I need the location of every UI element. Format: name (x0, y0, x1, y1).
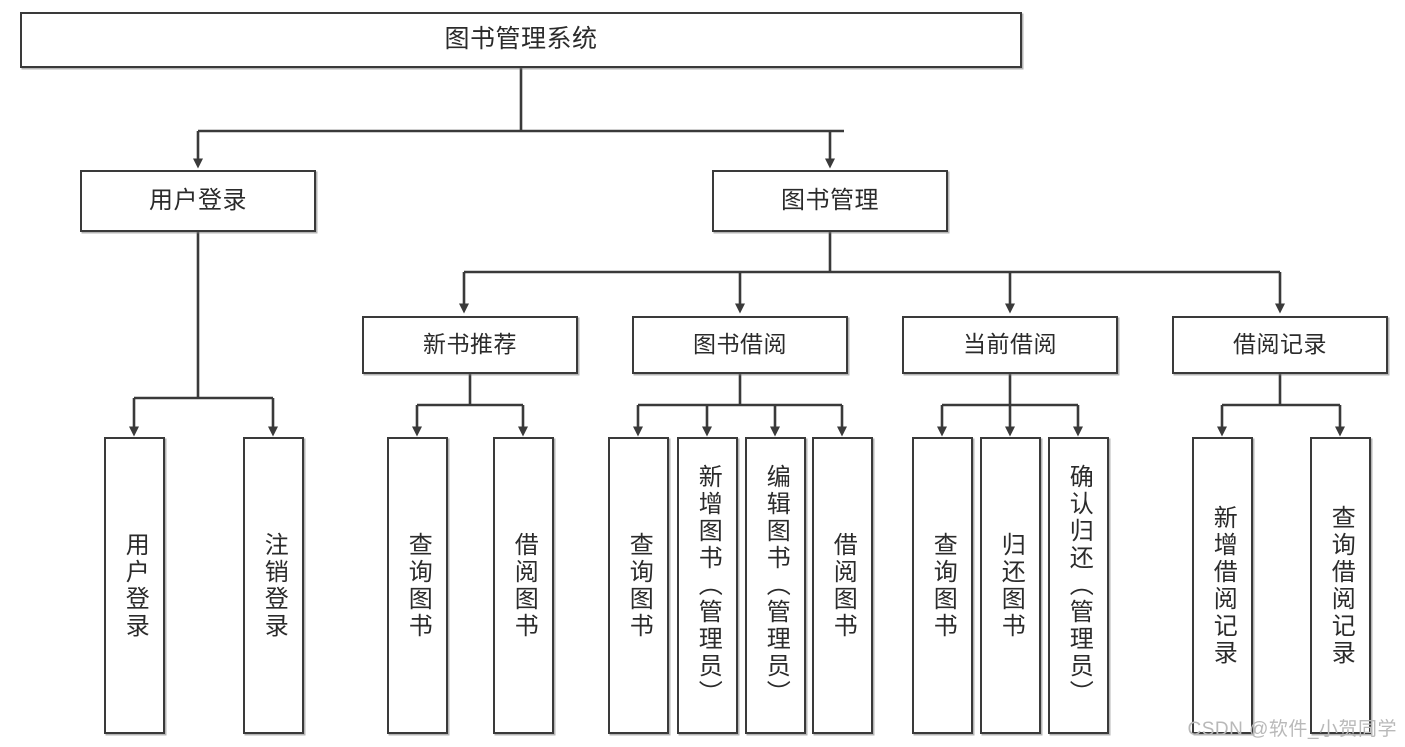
node-label: 确认归还（管理员） (1065, 464, 1093, 707)
node-label: 图书管理 (781, 186, 879, 214)
leaf-borrow-edit-book[interactable]: 编辑图书（管理员） (745, 437, 806, 734)
node-label: 借阅图书 (829, 531, 857, 640)
node-book-management[interactable]: 图书管理 (712, 170, 948, 232)
node-borrow-record[interactable]: 借阅记录 (1172, 316, 1388, 374)
leaf-current-return-book[interactable]: 归还图书 (980, 437, 1041, 734)
node-label: 查询图书 (404, 531, 432, 640)
node-label: 借阅图书 (510, 531, 538, 640)
leaf-current-confirm-return[interactable]: 确认归还（管理员） (1048, 437, 1109, 734)
leaf-borrow-borrow-book[interactable]: 借阅图书 (812, 437, 873, 734)
leaf-record-query-record[interactable]: 查询借阅记录 (1310, 437, 1371, 734)
leaf-record-add-record[interactable]: 新增借阅记录 (1192, 437, 1253, 734)
leaf-user-login-login[interactable]: 用户登录 (104, 437, 165, 734)
node-current-borrow[interactable]: 当前借阅 (902, 316, 1118, 374)
node-root-system[interactable]: 图书管理系统 (20, 12, 1022, 68)
node-label: 当前借阅 (963, 331, 1057, 358)
node-label: 查询图书 (929, 531, 957, 640)
node-new-book-recommend[interactable]: 新书推荐 (362, 316, 578, 374)
node-label: 借阅记录 (1233, 331, 1327, 358)
leaf-new-book-query[interactable]: 查询图书 (387, 437, 448, 734)
node-user-login[interactable]: 用户登录 (80, 170, 316, 232)
node-label: 注销登录 (260, 531, 288, 640)
node-label: 图书借阅 (693, 331, 787, 358)
node-label: 图书管理系统 (444, 25, 598, 54)
leaf-current-query-book[interactable]: 查询图书 (912, 437, 973, 734)
node-book-borrow[interactable]: 图书借阅 (632, 316, 848, 374)
leaf-user-login-logout[interactable]: 注销登录 (243, 437, 304, 734)
node-label: 查询图书 (625, 531, 653, 640)
node-label: 用户登录 (121, 531, 149, 640)
node-label: 新增借阅记录 (1209, 504, 1237, 667)
node-label: 查询借阅记录 (1327, 504, 1355, 667)
node-label: 新书推荐 (423, 331, 517, 358)
leaf-borrow-add-book[interactable]: 新增图书（管理员） (677, 437, 738, 734)
node-label: 归还图书 (997, 531, 1025, 640)
leaf-new-book-borrow[interactable]: 借阅图书 (493, 437, 554, 734)
leaf-borrow-query-book[interactable]: 查询图书 (608, 437, 669, 734)
node-label: 用户登录 (149, 186, 247, 214)
node-label: 新增图书（管理员） (694, 464, 722, 707)
node-label: 编辑图书（管理员） (762, 464, 790, 707)
